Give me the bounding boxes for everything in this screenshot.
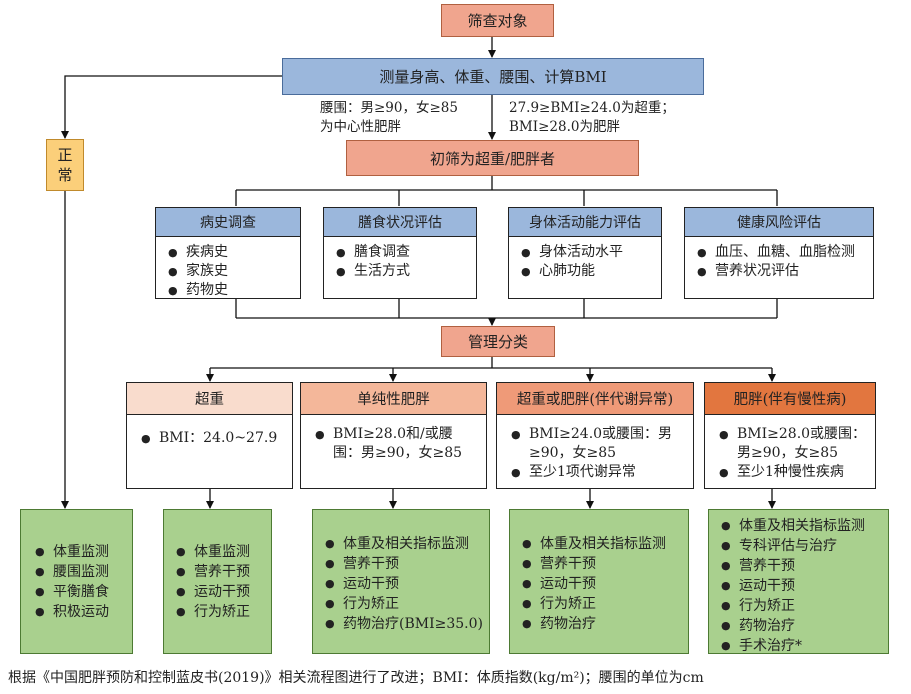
list-item: 至少1种慢性疾病 [717,463,869,482]
list-item: 行为矫正 [174,602,250,622]
list-item: 膳食调查 [334,243,476,262]
list-item: 药物治疗 [520,614,666,634]
measurement-box: 测量身高、体重、腰围、计算BMI [282,58,704,95]
criteria-line: 27.9≥BMI≥24.0为超重； [509,100,675,116]
screening-target-box: 筛查对象 [441,4,554,37]
category-panel-chronic: 肥胖(伴有慢性病) BMI≥28.0或腰围：男≥90，女≥85 至少1种慢性疾病 [704,382,876,489]
intervention-panel: 体重及相关指标监测 营养干预 运动干预 行为矫正 药物治疗 [509,509,689,654]
normal-box: 正 常 [46,139,84,191]
panel-title: 肥胖(伴有慢性病) [705,383,875,415]
category-panel-metabolic: 超重或肥胖(伴代谢异常) BMI≥24.0或腰围：男≥90，女≥85 至少1项代… [496,382,694,489]
list-item: 体重监测 [33,542,109,562]
assessment-panel: 膳食状况评估 膳食调查 生活方式 [323,207,477,299]
list-item: 药物治疗 [719,616,865,636]
list-item: 至少1项代谢异常 [509,463,687,482]
category-panel-overweight: 超重 BMI：24.0~27.9 [126,382,293,489]
list-item: 行为矫正 [719,596,865,616]
list-item: 血压、血糖、血脂检测 [695,243,873,262]
list-item: BMI≥28.0和/或腰围：男≥90，女≥85 [313,425,480,463]
criteria-line: 腰围：男≥90，女≥85 [320,100,458,116]
list-item: BMI≥28.0或腰围：男≥90，女≥85 [717,425,869,463]
list-item: 运动干预 [520,574,666,594]
list-item: BMI：24.0~27.9 [139,429,292,448]
panel-title: 超重或肥胖(伴代谢异常) [497,383,693,415]
list-item: 营养状况评估 [695,262,873,281]
normal-label: 常 [57,166,73,184]
list-item: 运动干预 [719,576,865,596]
list-item: 平衡膳食 [33,582,109,602]
intervention-panel: 体重监测 腰围监测 平衡膳食 积极运动 [20,509,133,654]
list-item: 营养干预 [323,554,483,574]
classification-box: 管理分类 [441,326,555,357]
intervention-panel: 体重及相关指标监测 营养干预 运动干预 行为矫正 药物治疗(BMI≥35.0) [312,509,490,654]
list-item: 药物治疗(BMI≥35.0) [323,614,483,634]
list-item: 运动干预 [323,574,483,594]
list-item: 营养干预 [174,562,250,582]
list-item: 体重及相关指标监测 [323,534,483,554]
list-item: 体重及相关指标监测 [520,534,666,554]
figure-caption: 根据《中国肥胖预防和控制蓝皮书(2019)》相关流程图进行了改进；BMI：体质指… [8,670,704,686]
list-item: 专科评估与治疗 [719,536,865,556]
list-item: 疾病史 [166,243,300,262]
list-item: 身体活动水平 [519,243,661,262]
list-item: 手术治疗* [719,636,865,656]
list-item: 营养干预 [719,556,865,576]
panel-title: 膳食状况评估 [324,208,476,237]
list-item: 行为矫正 [323,594,483,614]
list-item: 体重监测 [174,542,250,562]
normal-label: 正 [57,146,73,164]
assessment-panel: 身体活动能力评估 身体活动水平 心肺功能 [508,207,662,299]
category-panel-simple-obesity: 单纯性肥胖 BMI≥28.0和/或腰围：男≥90，女≥85 [300,382,487,489]
assessment-panel: 病史调查 疾病史 家族史 药物史 [155,207,301,300]
panel-title: 身体活动能力评估 [509,208,661,237]
list-item: 行为矫正 [520,594,666,614]
list-item: 体重及相关指标监测 [719,516,865,536]
list-item: 生活方式 [334,262,476,281]
panel-title: 健康风险评估 [685,208,873,237]
intervention-panel: 体重监测 营养干预 运动干预 行为矫正 [163,509,272,654]
panel-title: 病史调查 [156,208,300,237]
list-item: 家族史 [166,262,300,281]
list-item: 心肺功能 [519,262,661,281]
panel-title: 超重 [127,383,292,415]
criteria-line: 为中心性肥胖 [320,119,401,135]
list-item: 运动干预 [174,582,250,602]
intervention-panel: 体重及相关指标监测 专科评估与治疗 营养干预 运动干预 行为矫正 药物治疗 手术… [708,509,889,656]
list-item: 腰围监测 [33,562,109,582]
panel-title: 单纯性肥胖 [301,383,486,415]
initial-screen-box: 初筛为超重/肥胖者 [346,140,639,176]
assessment-panel: 健康风险评估 血压、血糖、血脂检测 营养状况评估 [684,207,874,299]
criteria-line: BMI≥28.0为肥胖 [509,119,620,135]
list-item: 积极运动 [33,602,109,622]
bmi-criteria: 27.9≥BMI≥24.0为超重； BMI≥28.0为肥胖 [509,99,675,137]
list-item: BMI≥24.0或腰围：男≥90，女≥85 [509,425,687,463]
list-item: 药物史 [166,281,300,300]
central-obesity-criteria: 腰围：男≥90，女≥85 为中心性肥胖 [320,99,458,137]
list-item: 营养干预 [520,554,666,574]
